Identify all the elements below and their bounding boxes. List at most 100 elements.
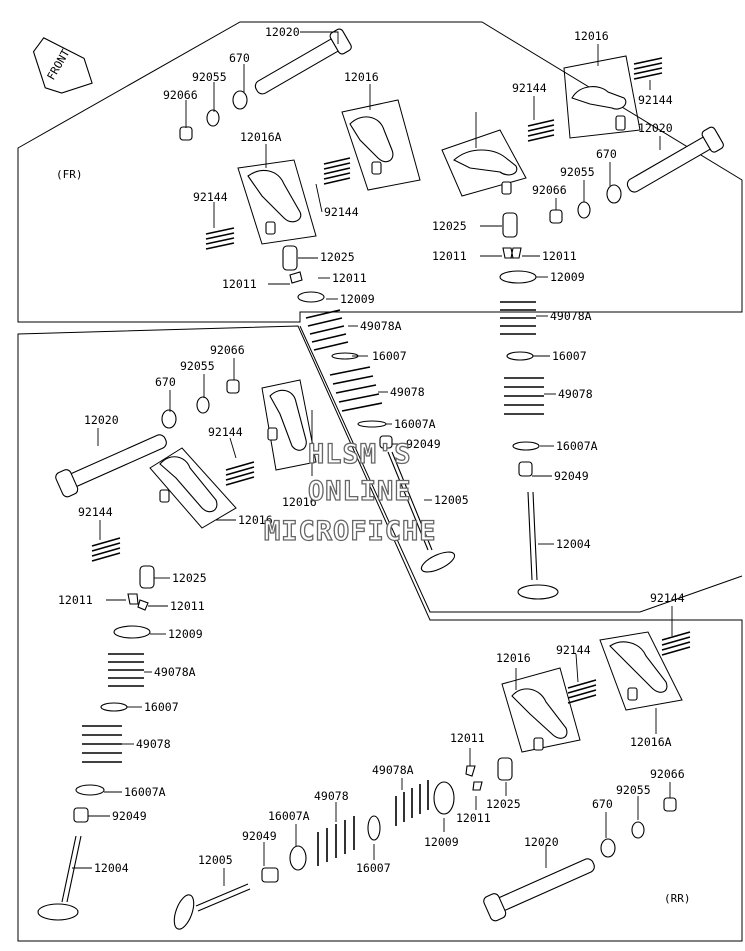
rocker-box-f: [261, 379, 317, 471]
spring-92144-h: [567, 679, 597, 704]
callout-label: 16007A: [556, 439, 598, 453]
callout-label: 12020: [638, 121, 673, 135]
callout-label: 12004: [94, 861, 129, 875]
group-label-rear: (RR): [664, 892, 691, 905]
callout-label: 92049: [406, 437, 441, 451]
front-arrow-badge: FRONT: [32, 37, 93, 94]
callout-label: 92066: [532, 183, 567, 197]
callout-label: 12025: [432, 219, 467, 233]
callout-label: 12011: [58, 593, 93, 607]
o-ring-670-b: [606, 184, 622, 204]
callout-label: 92049: [112, 809, 147, 823]
spring-49078-c: [82, 725, 122, 763]
callout-label: 12016: [574, 29, 609, 43]
callout-label: 92066: [210, 343, 245, 357]
keeper-12011-a: [289, 271, 303, 284]
callout-label: 12016: [496, 651, 531, 665]
spring-92144-f: [91, 537, 121, 562]
rocker-arm-d: [453, 149, 518, 195]
spring-49078a-a: [305, 309, 349, 351]
seat-16007-b: [506, 351, 534, 361]
callout-label: 92144: [193, 190, 228, 204]
callout-label: 12011: [222, 277, 257, 291]
seat-16007a-a: [357, 420, 387, 428]
valve-12004-b: [517, 491, 559, 600]
callout-label: 92066: [650, 767, 685, 781]
callout-label: 16007: [372, 349, 407, 363]
rear-head-frame-inner: [299, 325, 743, 613]
callout-label: 92055: [560, 165, 595, 179]
plug-92066-c: [226, 379, 240, 394]
seal-92049-a: [379, 435, 393, 449]
rocker-box-c: [563, 55, 641, 139]
callout-label: 12011: [332, 271, 367, 285]
callout-label: 670: [229, 51, 250, 65]
callout-label: 12025: [320, 250, 355, 264]
valve-12004-c: [37, 835, 82, 921]
plug-92066-b: [549, 209, 563, 224]
callout-label: 12020: [265, 25, 300, 39]
keeper-12011-c: [127, 593, 149, 611]
callout-label: 49078A: [154, 665, 196, 679]
callout-label: 92144: [512, 81, 547, 95]
spring-49078-d: [317, 816, 355, 866]
spring-49078-b: [504, 377, 544, 415]
callout-label: 12016: [238, 513, 273, 527]
callout-label: 12009: [340, 292, 375, 306]
callout-label: 12025: [486, 797, 521, 811]
rocker-box-g: [599, 631, 683, 711]
callout-label: 49078: [558, 387, 593, 401]
o-ring-670-c: [161, 409, 177, 429]
spring-49078a-c: [108, 653, 144, 687]
adjuster-12025-d: [497, 757, 513, 781]
seat-16007a-d: [289, 845, 307, 871]
callout-labels: 12020 670 92055 92066 12016 12016A 92144…: [58, 25, 685, 875]
rocker-shaft-front-left: [254, 28, 352, 95]
callout-label: 12020: [524, 835, 559, 849]
callout-label: 12004: [556, 537, 591, 551]
o-ring-92055-a: [206, 109, 220, 127]
callout-label: 12011: [456, 811, 491, 825]
rocker-arm-c: [571, 86, 627, 131]
retainer-12009-c: [113, 625, 151, 639]
valve-12005-a: [387, 451, 456, 573]
spring-92144-g: [661, 631, 691, 656]
callout-label: 92049: [554, 469, 589, 483]
keeper-12011-b: [502, 247, 522, 259]
callout-label: 12011: [432, 249, 467, 263]
spring-92144-d: [633, 57, 663, 80]
callout-label: 49078A: [550, 309, 592, 323]
rocker-shaft-front-right: [626, 126, 724, 193]
watermark-line-1: HLSM'S: [308, 439, 412, 470]
watermark-line-2: ONLINE: [308, 476, 412, 507]
callout-label: 12020: [84, 413, 119, 427]
adjuster-12025-b: [502, 212, 518, 238]
spring-49078a-b: [500, 301, 536, 335]
callout-label: 16007: [356, 861, 391, 875]
o-ring-92055-c: [196, 396, 210, 414]
rocker-arm-e: [159, 456, 218, 513]
callout-label: 16007A: [394, 417, 436, 431]
callout-label: 92066: [163, 88, 198, 102]
o-ring-670-d: [600, 838, 616, 858]
callout-label: 16007A: [124, 785, 166, 799]
callout-label: 16007A: [268, 809, 310, 823]
callout-label: 49078A: [372, 763, 414, 777]
seat-16007a-c: [75, 784, 105, 796]
rocker-box-d: [441, 129, 527, 197]
callout-label: 92144: [650, 591, 685, 605]
front-head-frame: [17, 21, 743, 323]
callout-label: 670: [155, 375, 176, 389]
callout-label: 92049: [242, 829, 277, 843]
rocker-shaft-rear-right: [483, 858, 595, 922]
o-ring-670-a: [232, 90, 248, 110]
retainer-12009-a: [297, 291, 325, 303]
rear-head-frame: [17, 325, 743, 942]
callout-label: 16007: [552, 349, 587, 363]
watermark-line-3: MICROFICHE: [264, 516, 437, 547]
seal-92049-b: [518, 461, 533, 477]
callout-label: 12011: [450, 731, 485, 745]
rocker-box-b: [237, 159, 317, 245]
callout-label: 12025: [172, 571, 207, 585]
